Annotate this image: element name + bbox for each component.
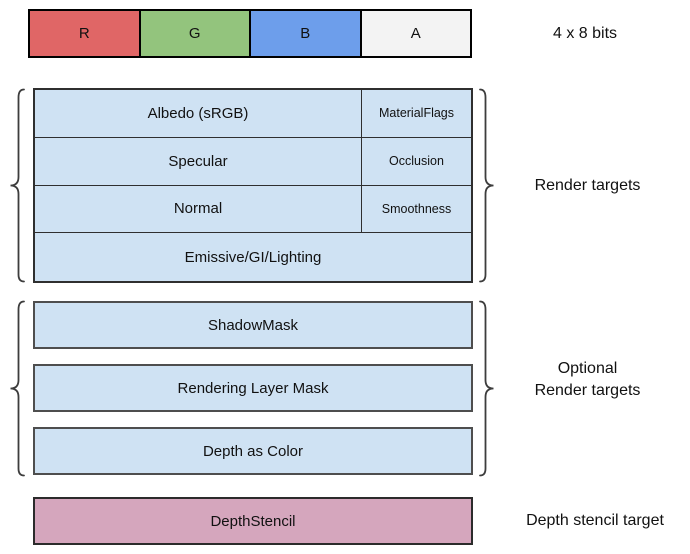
- channel-cell-a: A: [361, 11, 470, 56]
- optional-label-line2: Render targets: [534, 382, 641, 399]
- cell-emissive: Emissive/GI/Lighting: [184, 248, 322, 266]
- box-rendering-layer-mask: Rendering Layer Mask: [33, 364, 473, 412]
- cell-smoothness: Smoothness: [362, 186, 471, 234]
- optional-label-line1: Optional: [557, 360, 618, 377]
- channel-cell-g: G: [140, 11, 251, 56]
- depth-stencil-box: DepthStencil: [33, 497, 473, 545]
- box-shadowmask: ShadowMask: [33, 301, 473, 349]
- render-targets-label: Render targets: [534, 177, 641, 194]
- cell-occlusion: Occlusion: [362, 138, 471, 186]
- cell-albedo: Albedo (sRGB): [35, 90, 362, 138]
- cell-specular: Specular: [35, 137, 362, 186]
- optional-render-targets-label: Optional Render targets: [490, 358, 685, 402]
- render-targets-table: Albedo (sRGB) MaterialFlags Specular Occ…: [33, 88, 473, 283]
- depth-stencil-label: Depth stencil target: [526, 512, 664, 529]
- channel-cell-b: B: [251, 11, 362, 56]
- curly-brace-right-optional: [479, 300, 494, 477]
- cell-materialflags: MaterialFlags: [362, 90, 471, 138]
- rgba-format-bar: R G B A: [28, 9, 472, 58]
- curly-brace-left-optional: [10, 300, 25, 477]
- channel-cell-r: R: [30, 11, 141, 56]
- cell-normal: Normal: [35, 185, 362, 234]
- bits-caption: 4 x 8 bits: [552, 25, 618, 42]
- curly-brace-left-render-targets: [10, 88, 25, 283]
- curly-brace-right-render-targets: [479, 88, 494, 283]
- box-depth-as-color: Depth as Color: [33, 427, 473, 475]
